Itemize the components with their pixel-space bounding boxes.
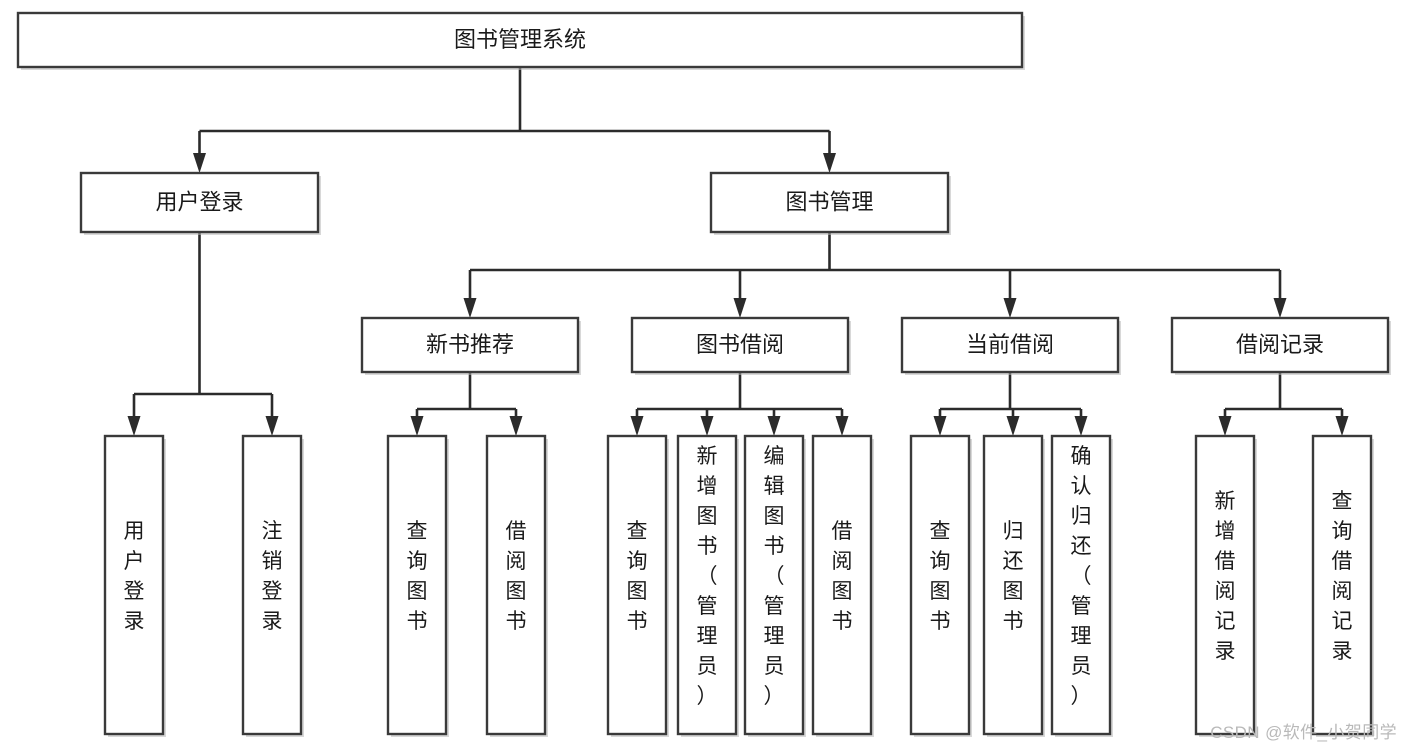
connector-arrowhead: [265, 416, 279, 436]
node-module-new-book-recommend[interactable]: 新书推荐: [360, 316, 581, 375]
node-box[interactable]: [982, 434, 1044, 736]
node-box[interactable]: [743, 434, 805, 736]
node-box[interactable]: [16, 11, 1024, 69]
node-label: 图书借阅: [696, 332, 784, 357]
node-leaf-leaf-query-book-current[interactable]: 查询图书: [909, 434, 972, 737]
node-label: 图书管理系统: [454, 27, 586, 52]
node-box[interactable]: [103, 434, 165, 736]
node-module-current-borrow[interactable]: 当前借阅: [900, 316, 1121, 375]
node-label: 用户登录: [124, 520, 145, 633]
node-label: 注销登录: [262, 520, 283, 633]
node-box[interactable]: [676, 434, 738, 736]
node-box[interactable]: [1050, 434, 1112, 736]
node-label: 查询图书: [407, 520, 428, 633]
node-leaf-leaf-return-book[interactable]: 归还图书: [982, 434, 1045, 737]
connector-arrowhead: [630, 416, 644, 436]
node-leaf-leaf-edit-book-admin[interactable]: 编辑图书（管理员）: [743, 434, 806, 737]
connector-arrowhead: [193, 153, 206, 173]
node-label: 新增借阅记录: [1215, 490, 1236, 663]
node-box[interactable]: [630, 316, 850, 374]
node-box[interactable]: [900, 316, 1120, 374]
connector-arrowhead: [509, 416, 523, 436]
node-box[interactable]: [909, 434, 971, 736]
node-label: 查询借阅记录: [1332, 490, 1353, 663]
node-label: 当前借阅: [966, 332, 1054, 357]
node-label: 新书推荐: [426, 332, 514, 357]
node-box[interactable]: [386, 434, 448, 736]
connector-arrowhead: [835, 416, 849, 436]
node-label: 借阅图书: [832, 520, 853, 633]
node-label: 新增图书（管理员）: [697, 445, 718, 708]
connector-arrowhead: [1074, 416, 1088, 436]
node-label: 借阅记录: [1236, 332, 1324, 357]
node-label: 查询图书: [627, 520, 648, 633]
connector-arrowhead: [1273, 298, 1287, 318]
node-leaf-leaf-user-login[interactable]: 用户登录: [103, 434, 166, 737]
node-box[interactable]: [1194, 434, 1256, 736]
node-box[interactable]: [485, 434, 547, 736]
node-label: 借阅图书: [506, 520, 527, 633]
connector-arrowhead: [1335, 416, 1349, 436]
connector-arrowhead: [823, 153, 836, 173]
node-label: 查询图书: [930, 520, 951, 633]
node-leaf-leaf-query-book-recommend[interactable]: 查询图书: [386, 434, 449, 737]
node-box[interactable]: [1311, 434, 1373, 736]
connector-layer: [127, 67, 1349, 436]
node-module-book-management[interactable]: 图书管理: [709, 171, 951, 235]
node-label: 确认归还（管理员）: [1071, 445, 1092, 708]
node-leaf-leaf-borrow-book[interactable]: 借阅图书: [811, 434, 874, 737]
node-module-borrow-record[interactable]: 借阅记录: [1170, 316, 1391, 375]
connector-arrowhead: [767, 416, 781, 436]
connector-arrowhead: [933, 416, 947, 436]
connector-arrowhead: [410, 416, 424, 436]
node-label: 用户登录: [155, 189, 243, 214]
node-label: 归还图书: [1003, 520, 1024, 633]
node-box[interactable]: [79, 171, 320, 234]
node-leaf-leaf-confirm-return-admin[interactable]: 确认归还（管理员）: [1050, 434, 1113, 737]
node-box[interactable]: [360, 316, 580, 374]
node-leaf-leaf-logout[interactable]: 注销登录: [241, 434, 304, 737]
connector-arrowhead: [733, 298, 747, 318]
connector-arrowhead: [463, 298, 477, 318]
connector-arrowhead: [1003, 298, 1017, 318]
node-root-root[interactable]: 图书管理系统: [16, 11, 1025, 70]
connector-arrowhead: [700, 416, 714, 436]
node-leaf-leaf-add-book-admin[interactable]: 新增图书（管理员）: [676, 434, 739, 737]
node-leaf-leaf-borrow-book-recommend[interactable]: 借阅图书: [485, 434, 548, 737]
node-leaf-leaf-add-borrow-record[interactable]: 新增借阅记录: [1194, 434, 1257, 737]
csdn-watermark: CSDN @软件_小贺同学: [1210, 723, 1397, 742]
node-label: 图书管理: [785, 189, 873, 214]
node-label: 编辑图书（管理员）: [764, 445, 785, 708]
node-box[interactable]: [606, 434, 668, 736]
connector-arrowhead: [127, 416, 141, 436]
node-leaf-leaf-query-borrow-record[interactable]: 查询借阅记录: [1311, 434, 1374, 737]
node-leaf-leaf-query-book-borrow[interactable]: 查询图书: [606, 434, 669, 737]
node-box[interactable]: [811, 434, 873, 736]
node-box[interactable]: [241, 434, 303, 736]
node-module-user-login[interactable]: 用户登录: [79, 171, 321, 235]
node-module-book-borrow[interactable]: 图书借阅: [630, 316, 851, 375]
connector-arrowhead: [1218, 416, 1232, 436]
node-layer: 图书管理系统用户登录图书管理新书推荐图书借阅当前借阅借阅记录用户登录注销登录查询…: [16, 11, 1391, 737]
connector-arrowhead: [1006, 416, 1020, 436]
node-box[interactable]: [709, 171, 950, 234]
node-box[interactable]: [1170, 316, 1390, 374]
